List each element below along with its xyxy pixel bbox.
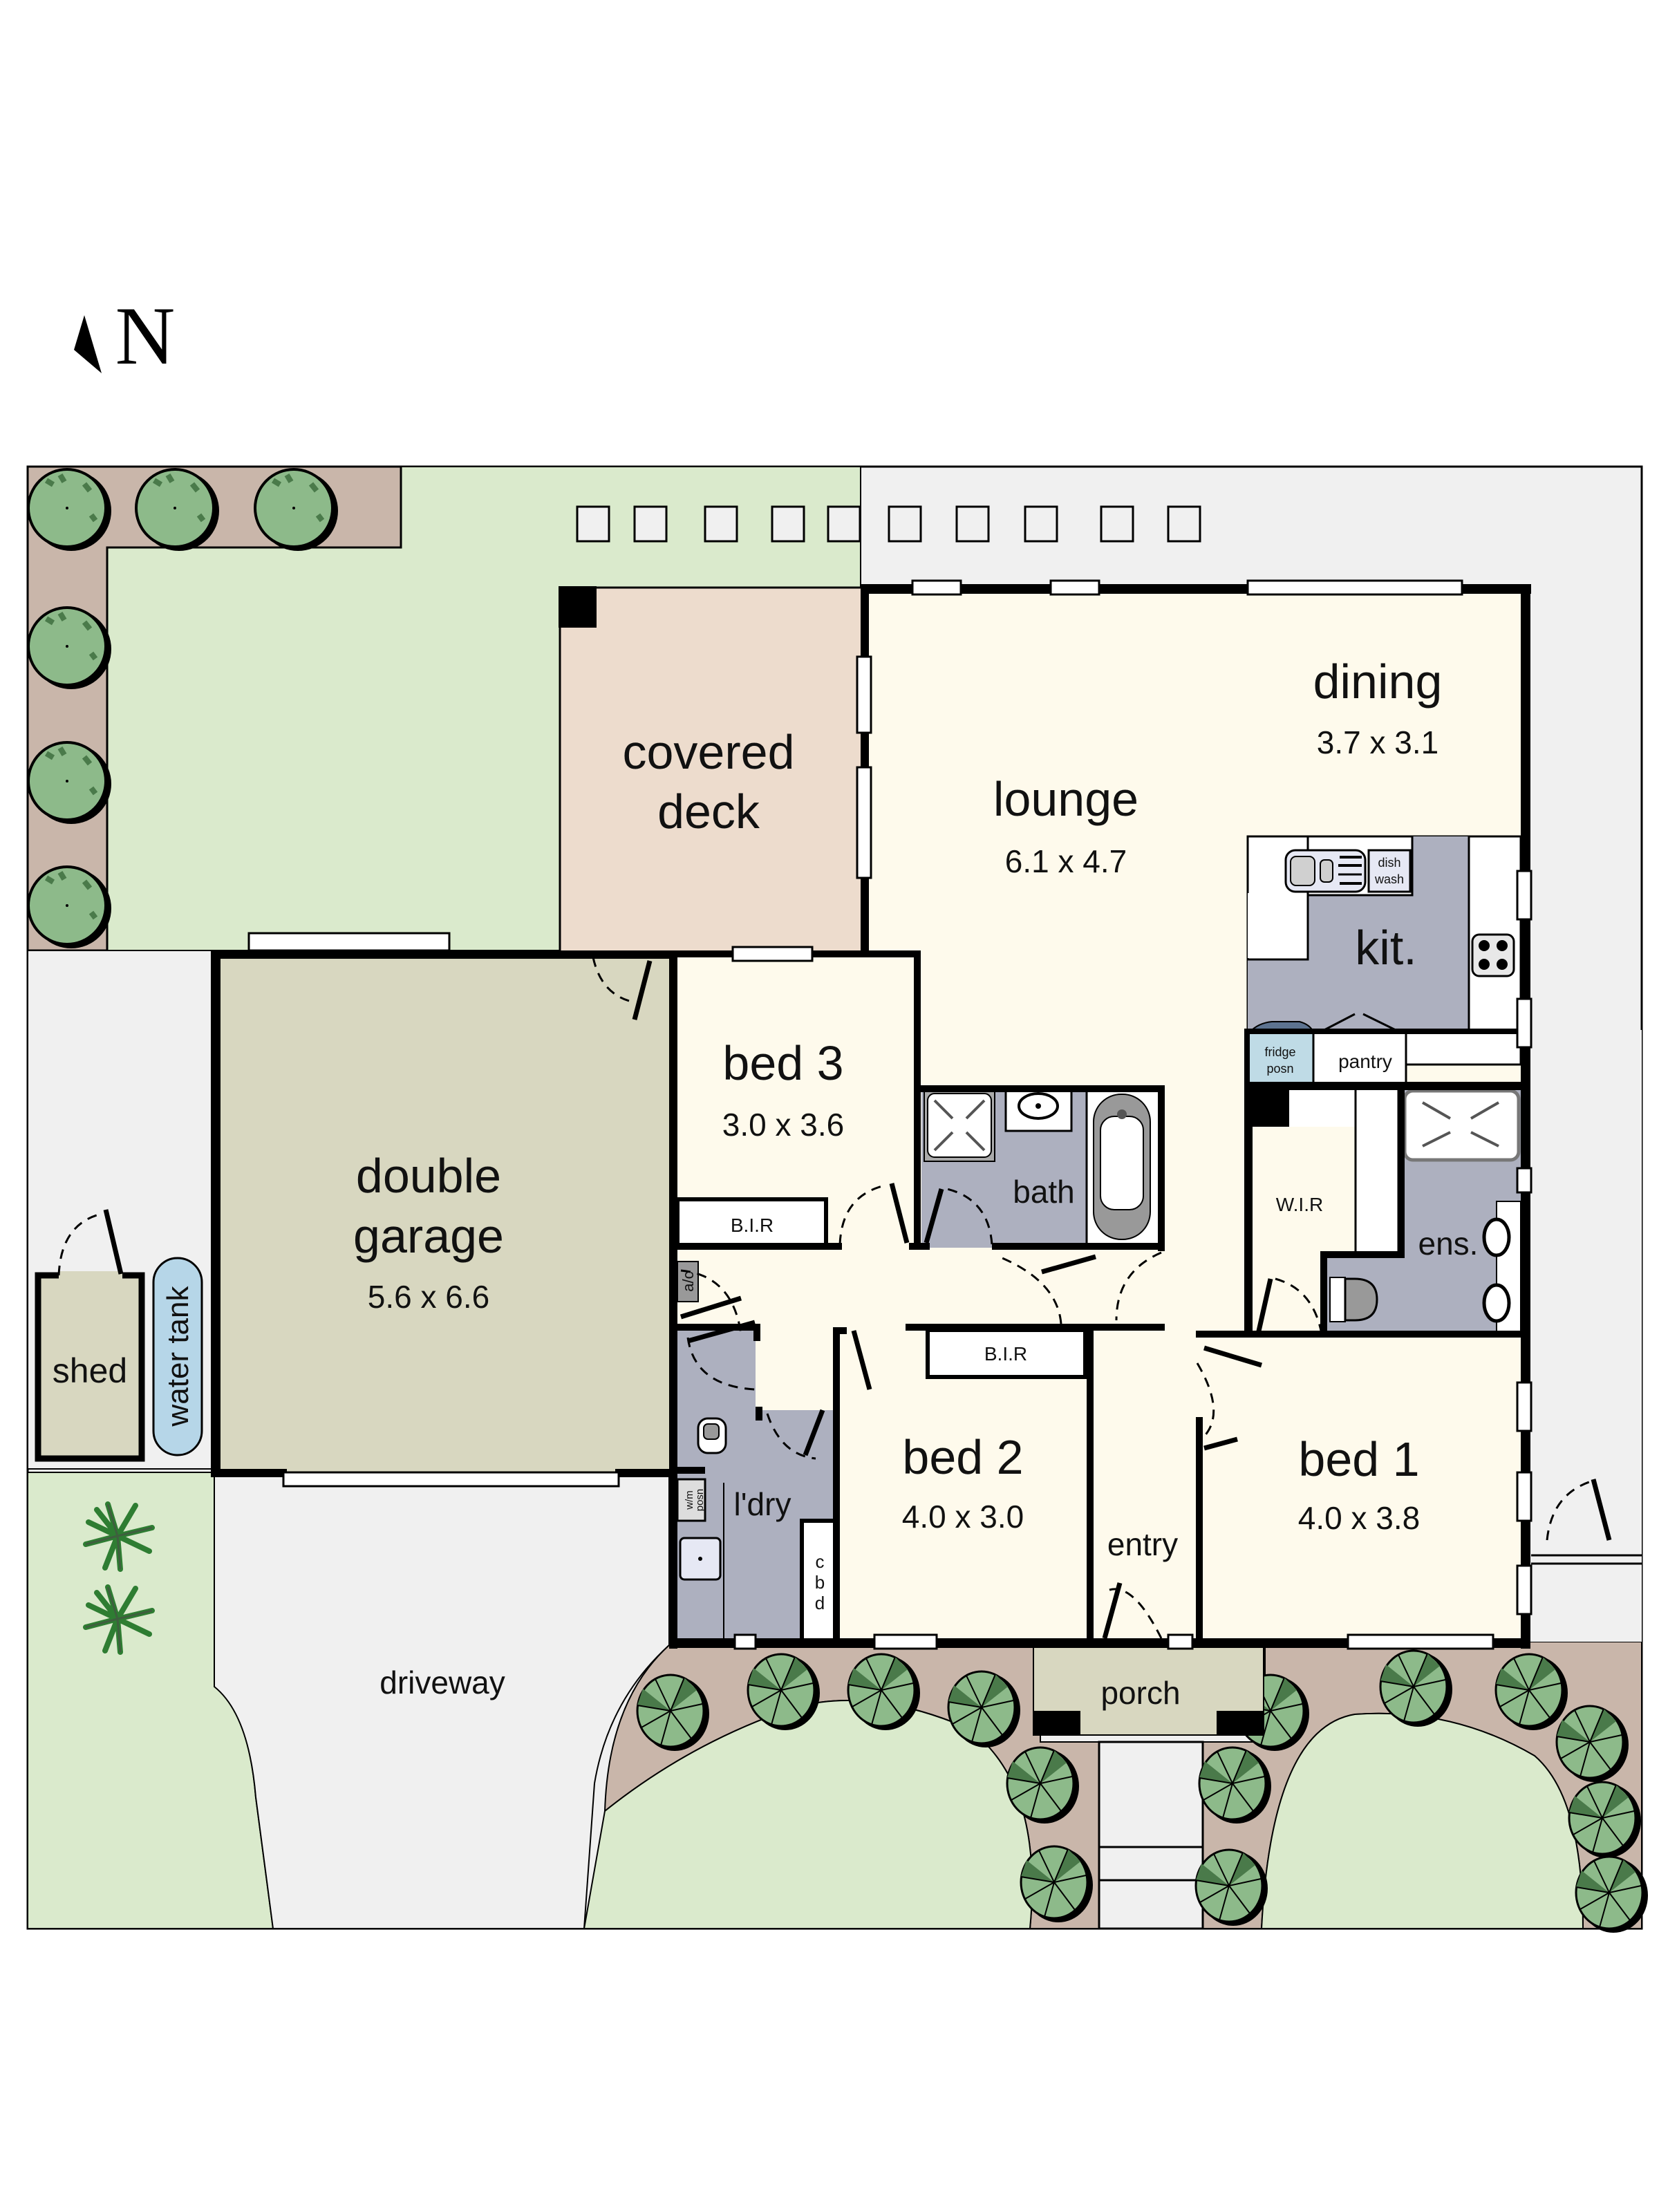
svg-text:B.I.R: B.I.R: [984, 1343, 1027, 1365]
garage-label-2: garage: [353, 1209, 504, 1263]
porch-label: porch: [1100, 1675, 1180, 1711]
svg-text:posn: posn: [694, 1489, 706, 1512]
toilet-icon: [1344, 1277, 1378, 1322]
driveway: [214, 1472, 670, 1929]
svg-text:wash: wash: [1374, 872, 1404, 886]
svg-text:c: c: [816, 1551, 825, 1572]
kitchen-label: kit.: [1355, 921, 1416, 975]
doors: [592, 957, 1323, 1639]
water-tank: [152, 1257, 203, 1456]
cooktop-icon: [1471, 933, 1515, 977]
pantry: [1312, 1031, 1407, 1085]
bed3-size: 3.0 x 3.6: [722, 1107, 844, 1143]
laundry-label: l'dry: [734, 1486, 791, 1522]
svg-text:fridge: fridge: [1264, 1045, 1295, 1059]
lounge-size: 6.1 x 4.7: [1005, 843, 1127, 879]
bath-label: bath: [1013, 1174, 1075, 1210]
bed2-robe: [926, 1328, 1087, 1379]
north-label: N: [115, 290, 176, 382]
svg-text:dish: dish: [1378, 856, 1400, 870]
garage-size: 5.6 x 6.6: [368, 1279, 489, 1315]
shed-label: shed: [53, 1351, 127, 1390]
bed2-size: 4.0 x 3.0: [902, 1499, 1024, 1535]
covered-deck-label-1: covered: [622, 725, 794, 779]
bed3-robe: [675, 1197, 828, 1248]
wir-label: W.I.R: [1276, 1194, 1323, 1215]
driveway-label: driveway: [379, 1665, 505, 1700]
double-garage: [218, 954, 674, 1472]
bed1-size: 4.0 x 3.8: [1298, 1500, 1420, 1536]
svg-text:d: d: [815, 1593, 825, 1613]
ensuite-basin-icon: [1482, 1217, 1511, 1257]
bed1-label: bed 1: [1298, 1432, 1419, 1486]
ensuite-label: ens.: [1418, 1226, 1479, 1262]
laundry-cupboard: [800, 1519, 840, 1644]
ensuite-shower-icon: [1403, 1089, 1521, 1162]
garage-label-1: double: [356, 1149, 501, 1203]
pantry-label: pantry: [1338, 1051, 1392, 1072]
ac-unit: [677, 1261, 699, 1302]
svg-text:B.I.R: B.I.R: [731, 1215, 774, 1236]
covered-deck: [560, 588, 864, 954]
sink-icon: [1284, 849, 1367, 893]
svg-text:a/c: a/c: [679, 1271, 697, 1291]
front-path: [1098, 1741, 1204, 1930]
covered-deck-label-2: deck: [657, 785, 760, 838]
fridge-position: [1248, 1032, 1313, 1084]
water-tank-label: water tank: [161, 1286, 195, 1427]
dining-size: 3.7 x 3.1: [1317, 724, 1438, 760]
north-arrow-icon: N: [74, 290, 175, 382]
stepping-pavers: [576, 505, 1201, 543]
svg-text:w/m: w/m: [684, 1490, 695, 1510]
dishwasher-icon: dish wash: [1367, 849, 1412, 893]
lounge-label: lounge: [993, 772, 1138, 826]
svg-text:b: b: [815, 1572, 825, 1593]
bed3-label: bed 3: [722, 1036, 843, 1090]
bed2-label: bed 2: [902, 1430, 1023, 1484]
entry-label: entry: [1107, 1526, 1178, 1562]
svg-text:posn: posn: [1266, 1062, 1293, 1076]
windows: [247, 579, 1533, 1650]
dining-label: dining: [1313, 655, 1443, 709]
shed: [35, 1272, 145, 1462]
